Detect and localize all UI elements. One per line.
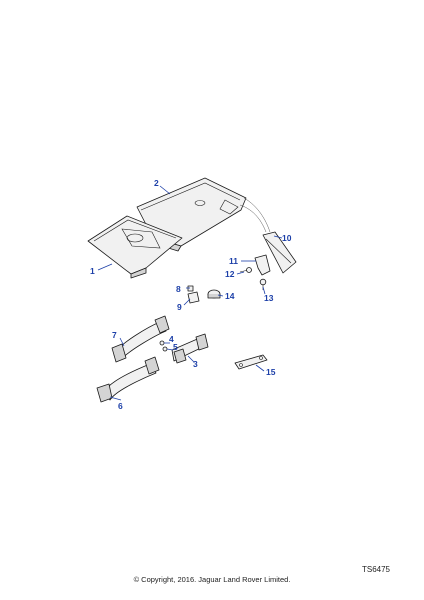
- trim-bracket[interactable]: [254, 254, 271, 276]
- copyright-notice: © Copyright, 2016. Jaguar Land Rover Lim…: [133, 575, 291, 584]
- fixing-part-4[interactable]: [159, 340, 165, 346]
- callout-12: 12: [225, 269, 235, 279]
- callout-8: 8: [176, 284, 181, 294]
- grab-handle-lower[interactable]: [96, 356, 160, 403]
- headlining-front-panel[interactable]: [87, 215, 183, 279]
- grab-handle-upper[interactable]: [111, 315, 170, 363]
- callout-15: 15: [266, 367, 276, 377]
- fixing-part-5[interactable]: [162, 346, 168, 352]
- pillar-trim-panel[interactable]: [262, 231, 297, 274]
- fastener-part-14[interactable]: [207, 289, 221, 299]
- clip-part-8[interactable]: [187, 285, 194, 292]
- strap-part-15[interactable]: [234, 354, 268, 370]
- callout-11: 11: [229, 256, 238, 266]
- retainer-part-9[interactable]: [187, 291, 200, 304]
- callout-2: 2: [154, 178, 159, 188]
- callout-14: 14: [225, 291, 235, 301]
- callout-7: 7: [112, 330, 117, 340]
- callout-6: 6: [118, 401, 123, 411]
- diagram-reference-code: TS6475: [361, 565, 390, 574]
- callout-10: 10: [282, 233, 292, 243]
- callout-9: 9: [177, 302, 182, 312]
- callout-5: 5: [173, 342, 178, 352]
- leader-lines: [97, 185, 283, 401]
- screw-part-12[interactable]: [239, 267, 252, 273]
- callout-4: 4: [169, 334, 174, 344]
- callout-1: 1: [90, 266, 95, 276]
- callout-3: 3: [193, 359, 198, 369]
- handle-bracket[interactable]: [171, 333, 209, 364]
- callout-13: 13: [264, 293, 274, 303]
